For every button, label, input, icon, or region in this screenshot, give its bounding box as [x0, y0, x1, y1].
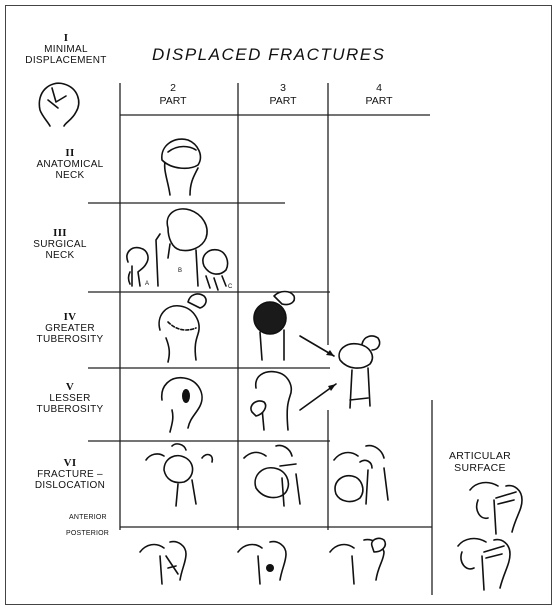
- humerus-sketch: [238, 542, 286, 584]
- humerus-sketch: [162, 378, 202, 432]
- humerus-sketch: [458, 539, 510, 590]
- arrow: [300, 384, 336, 410]
- humerus-sketch: [254, 292, 294, 361]
- humerus-sketch: [159, 294, 206, 362]
- humerus-sketch: [244, 445, 300, 506]
- arrow: [300, 336, 334, 356]
- humerus-sketch: [330, 538, 385, 584]
- humerus-sketch: [203, 250, 228, 290]
- humerus-sketch: [127, 248, 148, 286]
- humerus-sketch: [146, 444, 212, 506]
- humerus-sketch: [251, 372, 291, 430]
- humerus-sketch: [140, 542, 186, 584]
- humerus-sketch: [339, 336, 380, 408]
- humerus-sketch: [162, 139, 201, 195]
- humerus-sketch: [156, 209, 207, 286]
- humerus-sketch: [39, 83, 78, 126]
- humerus-sketch: [470, 483, 522, 534]
- humerus-sketch: [334, 446, 388, 504]
